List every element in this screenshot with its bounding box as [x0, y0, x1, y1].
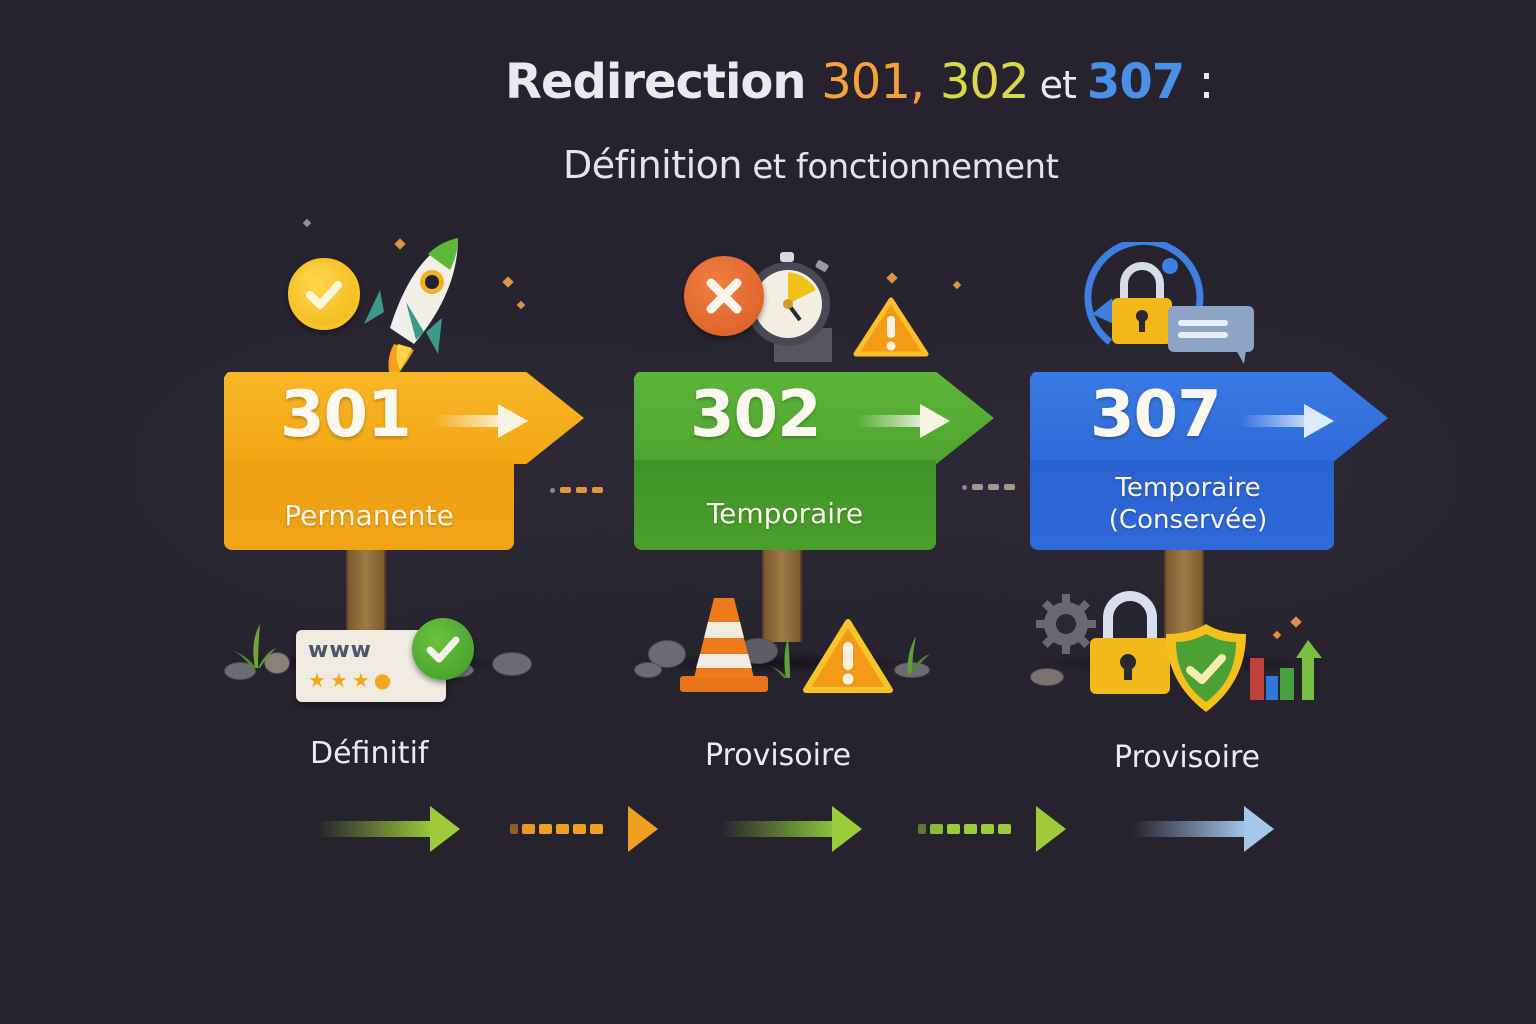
sparkle-icon — [886, 272, 898, 284]
bottom-label-307: Provisoire — [1114, 740, 1261, 775]
arrow-right-icon — [856, 404, 960, 438]
arrow-right-icon — [1240, 404, 1344, 438]
page-title: Redirection 301, 302 et 307 : — [0, 54, 1536, 110]
sign-label-line2: (Conservée) — [1108, 505, 1268, 535]
wooden-post — [762, 550, 802, 642]
star-rating: ★★★● — [308, 668, 396, 692]
bottom-label-302: Provisoire — [705, 738, 852, 773]
title-suffix: : — [1184, 54, 1214, 110]
sign-label-line1: Temporaire — [1115, 473, 1261, 503]
chat-bubble-icon — [1166, 304, 1258, 366]
sign-code: 302 — [690, 378, 822, 452]
redirect-panel-307: 307 Temporaire (Conservée) — [1030, 222, 1430, 712]
sparkle-icon — [952, 280, 962, 290]
title-prefix: Redirection — [505, 54, 822, 110]
sparkle-icon — [1290, 616, 1302, 628]
padlock-icon — [1088, 588, 1172, 698]
warning-triangle-icon — [852, 296, 930, 358]
check-badge-icon — [288, 258, 360, 330]
sign-301: 301 Permanente — [224, 372, 584, 550]
title-conjunction: et — [1028, 63, 1087, 107]
sparkle-icon — [502, 276, 514, 288]
sign-code: 307 — [1090, 378, 1222, 452]
sparkle-icon — [302, 218, 312, 228]
sign-302: 302 Temporaire — [634, 372, 994, 550]
refresh-cycle-icon — [1078, 238, 1218, 382]
arrow-right-icon — [434, 404, 538, 438]
dashed-connector — [550, 487, 603, 493]
rocks-icon — [264, 652, 290, 674]
flow-arrow-solid — [720, 806, 864, 852]
flow-arrow-solid — [318, 806, 462, 852]
rocks-icon — [224, 662, 256, 680]
flow-arrow-dashed — [918, 806, 1068, 852]
title-code-302: 302 — [939, 54, 1030, 110]
card-text: www — [308, 638, 372, 663]
rocks-icon — [492, 652, 532, 676]
redirect-panel-302: 302 Temporaire — [624, 222, 1034, 702]
page-subtitle: Définition et fonctionnement — [563, 143, 1059, 187]
gear-icon — [1034, 592, 1098, 656]
sparkle-icon — [516, 300, 526, 310]
grass-icon — [230, 622, 280, 668]
traffic-cone-icon — [678, 596, 770, 694]
rocks-icon — [1030, 668, 1064, 686]
subtitle-part1: Définition — [563, 143, 743, 187]
wooden-post — [1164, 550, 1204, 642]
wooden-post — [346, 550, 386, 642]
subtitle-part2: et fonctionnement — [742, 147, 1059, 187]
stopwatch-icon — [740, 252, 836, 362]
sign-label: Temporaire — [706, 497, 864, 530]
grass-icon — [766, 636, 806, 678]
bar-chart-up-icon — [1248, 636, 1332, 702]
redirect-panel-301: 301 Permanente www ★★★● — [214, 218, 624, 702]
check-circle-icon — [412, 618, 474, 680]
rocket-icon — [354, 232, 474, 382]
sign-lower-board — [224, 460, 514, 550]
sign-307: 307 Temporaire (Conservée) — [1030, 372, 1390, 550]
title-code-307: 307 — [1086, 54, 1185, 110]
flow-arrow-dashed — [510, 806, 660, 852]
sign-lower-board — [634, 460, 936, 550]
title-code-301: 301, — [821, 54, 925, 110]
rocks-icon — [634, 662, 662, 678]
flow-arrow-solid — [1132, 806, 1276, 852]
cross-circle-icon — [684, 256, 764, 336]
shield-check-icon — [1158, 620, 1254, 716]
sign-code: 301 — [280, 378, 412, 452]
padlock-icon — [1110, 260, 1174, 346]
sign-label: Permanente — [284, 499, 454, 532]
grass-icon — [896, 634, 930, 674]
bottom-label-301: Définitif — [310, 736, 429, 771]
warning-triangle-icon — [800, 616, 896, 696]
sign-lower-board — [1030, 460, 1334, 550]
dashed-connector — [962, 484, 1015, 490]
